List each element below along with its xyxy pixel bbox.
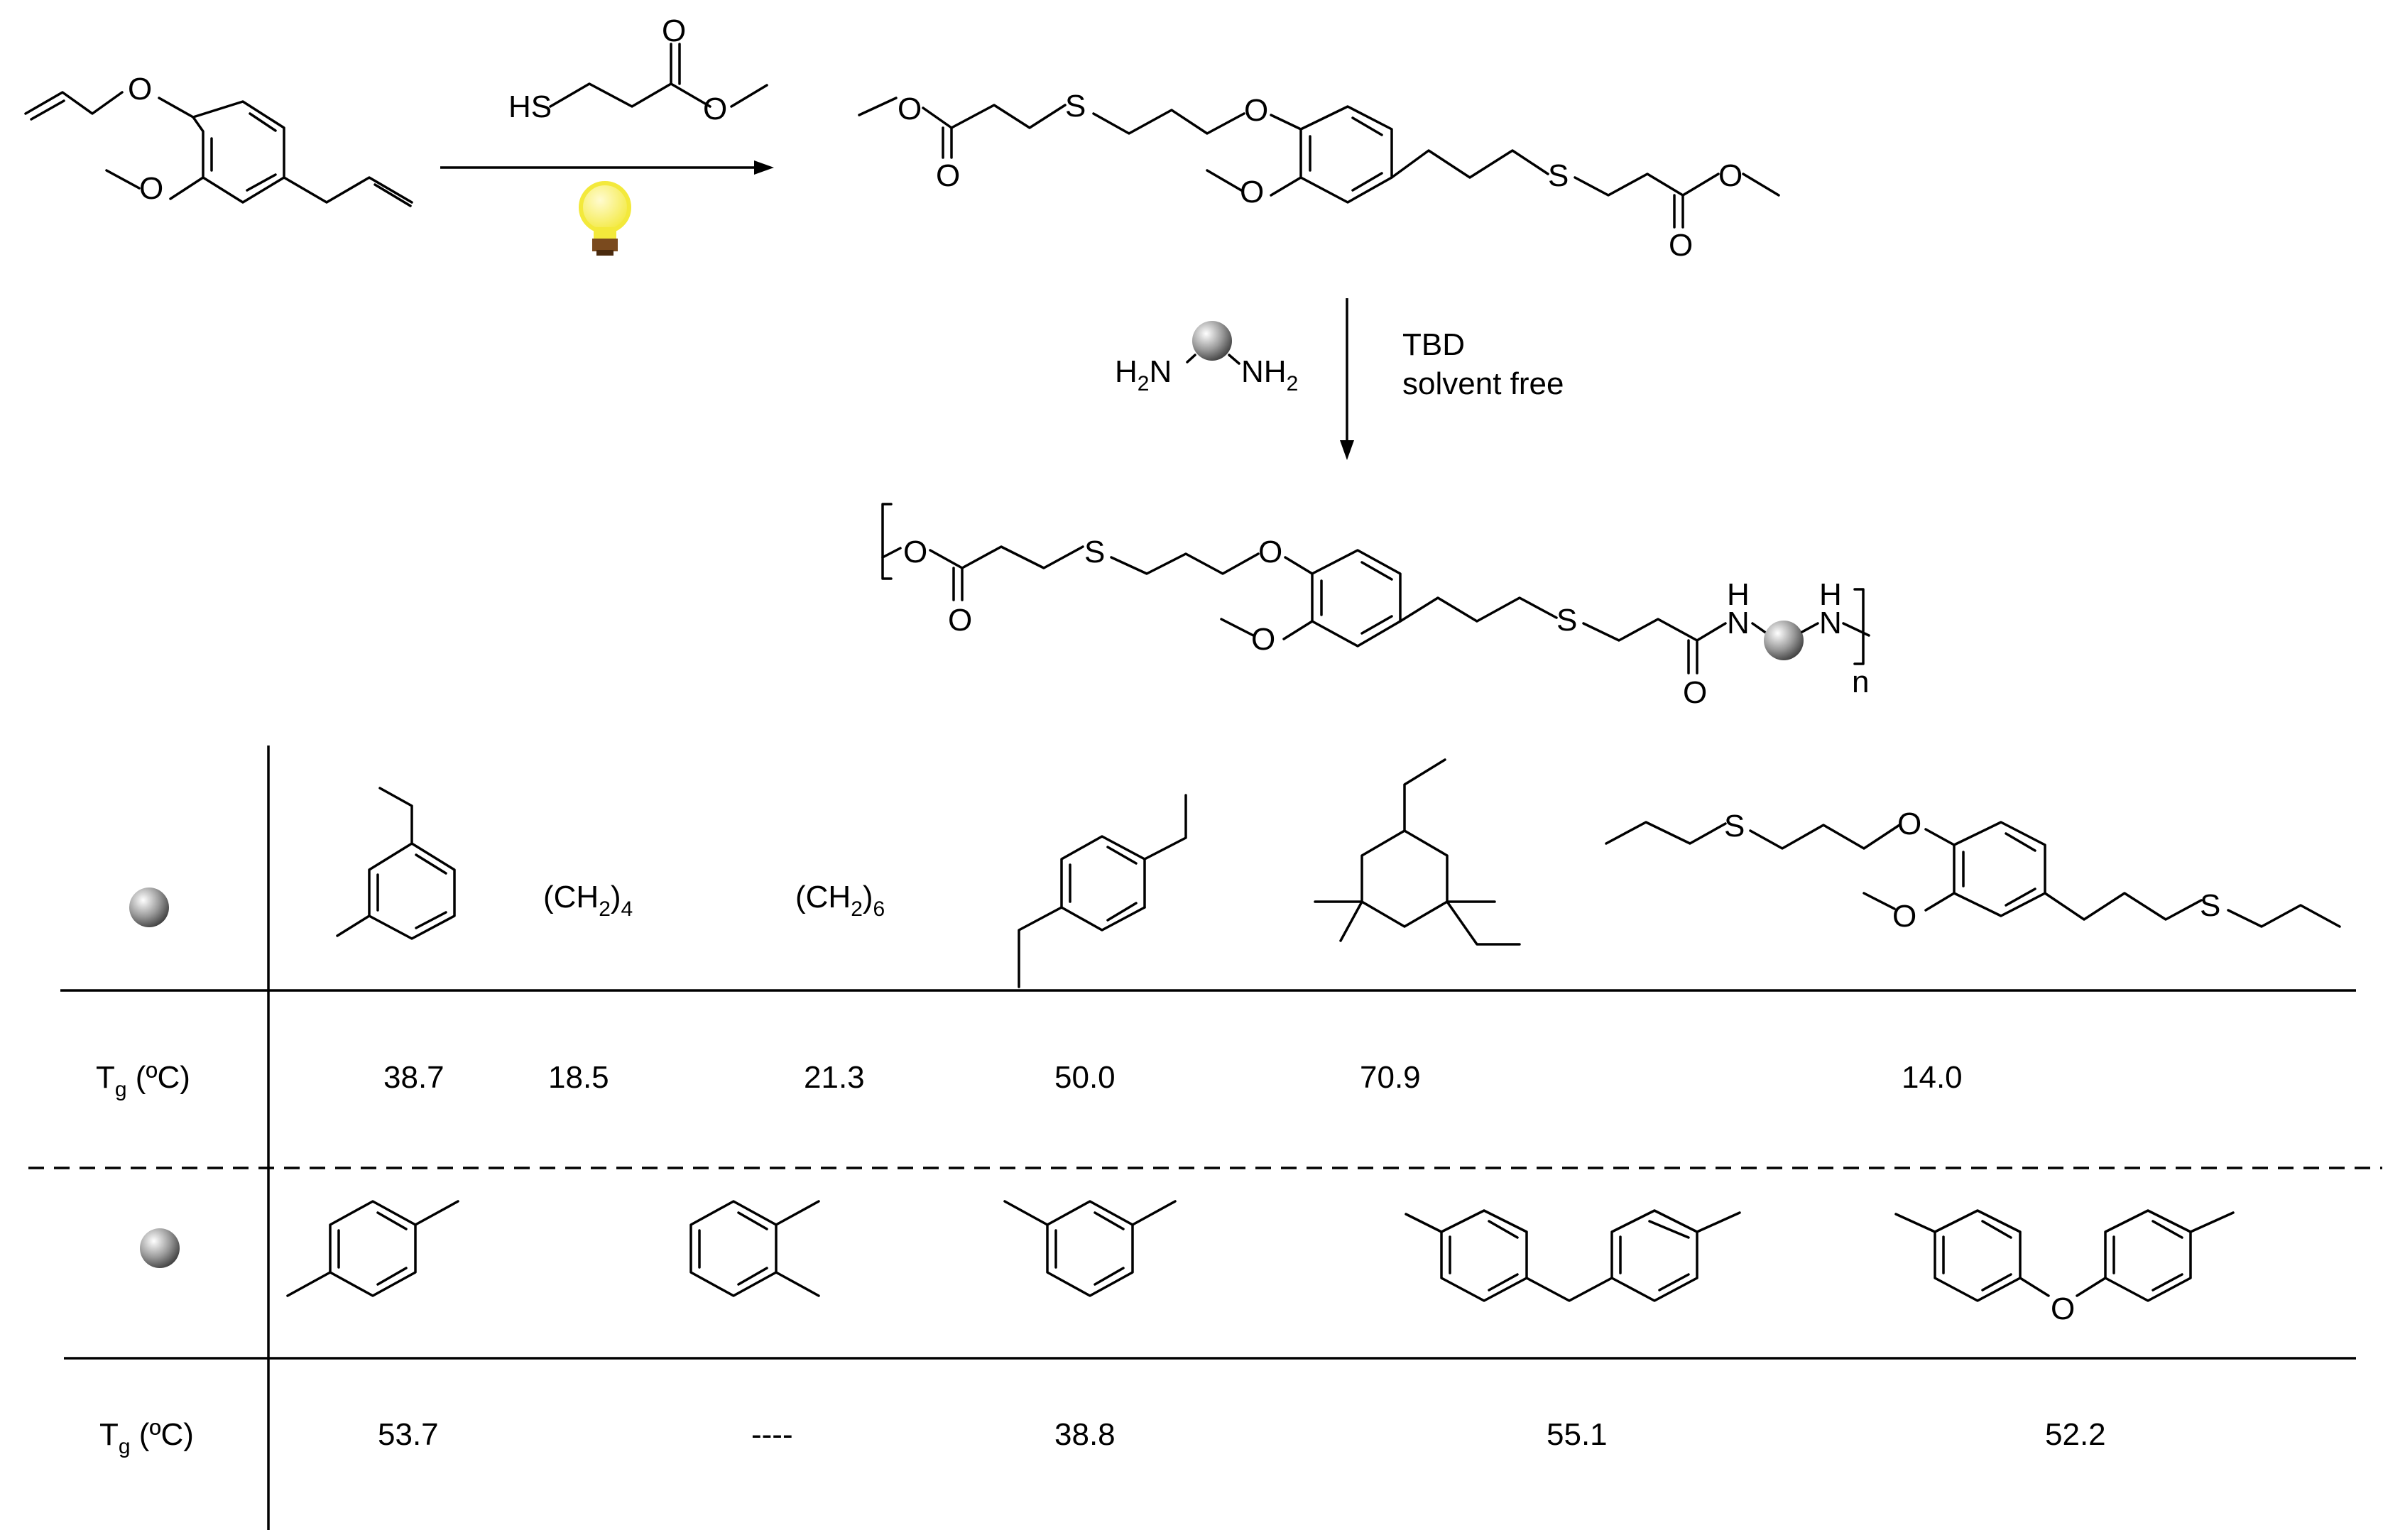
- nh-label: H: [1727, 577, 1750, 612]
- arrow-right-icon: [440, 160, 774, 175]
- oxygen-label: O: [139, 171, 163, 206]
- tg-label-row2: Tg (ºC): [99, 1417, 194, 1458]
- linker-m-phenylene: [1003, 1200, 1177, 1297]
- n-label: N: [1819, 606, 1842, 640]
- sulfur-label: S: [1556, 603, 1577, 638]
- sulfur-label: S: [1065, 89, 1086, 124]
- sulfur-label: S: [2200, 888, 2220, 923]
- oxygen-label: O: [1251, 622, 1275, 657]
- linker-eugenol-thioether: S O O S: [1605, 807, 2341, 934]
- oxygen-label: O: [1669, 228, 1693, 263]
- oxygen-label: O: [898, 92, 922, 126]
- linker-isophorone: [1314, 758, 1521, 946]
- allyl-eugenol-structure: O O: [24, 72, 413, 207]
- tg-value: 55.1: [1547, 1417, 1608, 1452]
- tg-value: ----: [751, 1417, 793, 1452]
- sulfur-label: S: [1548, 158, 1569, 193]
- light-bulb-icon: [579, 181, 631, 256]
- oxygen-label: O: [703, 92, 727, 126]
- svg-text:NH2: NH2: [1241, 354, 1298, 395]
- linker-p-xylylene: [1018, 794, 1187, 988]
- oxygen-label: O: [1244, 93, 1268, 128]
- oxygen-label: O: [1258, 535, 1282, 569]
- diamine-reagent: H2N NH2: [1115, 321, 1298, 395]
- oxygen-label: O: [1718, 158, 1743, 193]
- sphere-icon: [129, 888, 169, 927]
- tg-value: 70.9: [1360, 1060, 1421, 1095]
- diester-structure: O O S O O S O O: [858, 89, 1780, 263]
- linker-p-phenylene: [286, 1200, 459, 1297]
- sphere-icon: [1192, 321, 1232, 361]
- tg-value: 21.3: [804, 1060, 865, 1095]
- repeat-index: n: [1852, 665, 1869, 699]
- solvent-label: solvent free: [1402, 366, 1564, 401]
- thiol-reagent-structure: HS O O: [508, 13, 768, 126]
- table-grid: [28, 746, 2382, 1530]
- arrow-down-icon: [1340, 298, 1354, 460]
- n-label: N: [1727, 606, 1750, 640]
- oxygen-label: O: [1897, 807, 1921, 841]
- tg-value: 53.7: [378, 1417, 439, 1452]
- sulfur-label: S: [1724, 809, 1745, 843]
- oxygen-label: O: [1683, 675, 1707, 710]
- thiol-label: HS: [508, 89, 552, 124]
- tg-value: 14.0: [1902, 1060, 1963, 1095]
- linker-methylenediphenyl: [1405, 1209, 1741, 1302]
- oxygen-label: O: [1892, 899, 1916, 934]
- oxygen-label: O: [948, 603, 972, 638]
- linker-ch2-4: (CH2)4: [543, 880, 633, 921]
- tg-value: 38.7: [383, 1060, 445, 1095]
- sphere-icon: [140, 1228, 180, 1268]
- svg-text:H2N: H2N: [1115, 354, 1172, 395]
- oxygen-label: O: [936, 158, 960, 193]
- tg-value: 50.0: [1054, 1060, 1116, 1095]
- tg-label-row1: Tg (ºC): [96, 1060, 190, 1101]
- linker-m-xylylene: [336, 787, 456, 940]
- linker-oxydiphenyl: O: [1894, 1209, 2235, 1326]
- tg-value: 38.8: [1054, 1417, 1116, 1452]
- catalyst-label: TBD: [1402, 327, 1465, 362]
- oxygen-label: O: [1240, 175, 1264, 209]
- sulfur-label: S: [1084, 535, 1105, 569]
- oxygen-label: O: [128, 72, 152, 107]
- oxygen-label: O: [903, 535, 927, 569]
- sphere-icon: [1764, 621, 1804, 660]
- tg-value: 18.5: [548, 1060, 609, 1095]
- polymer-structure: O O S O O S O H N H N n: [881, 503, 1870, 710]
- nh-label: H: [1819, 577, 1842, 612]
- oxygen-label: O: [662, 13, 686, 48]
- linker-ch2-6: (CH2)6: [795, 880, 885, 921]
- tg-value: 52.2: [2045, 1417, 2106, 1452]
- oxygen-label: O: [2051, 1291, 2075, 1326]
- linker-o-phenylene: [689, 1200, 820, 1297]
